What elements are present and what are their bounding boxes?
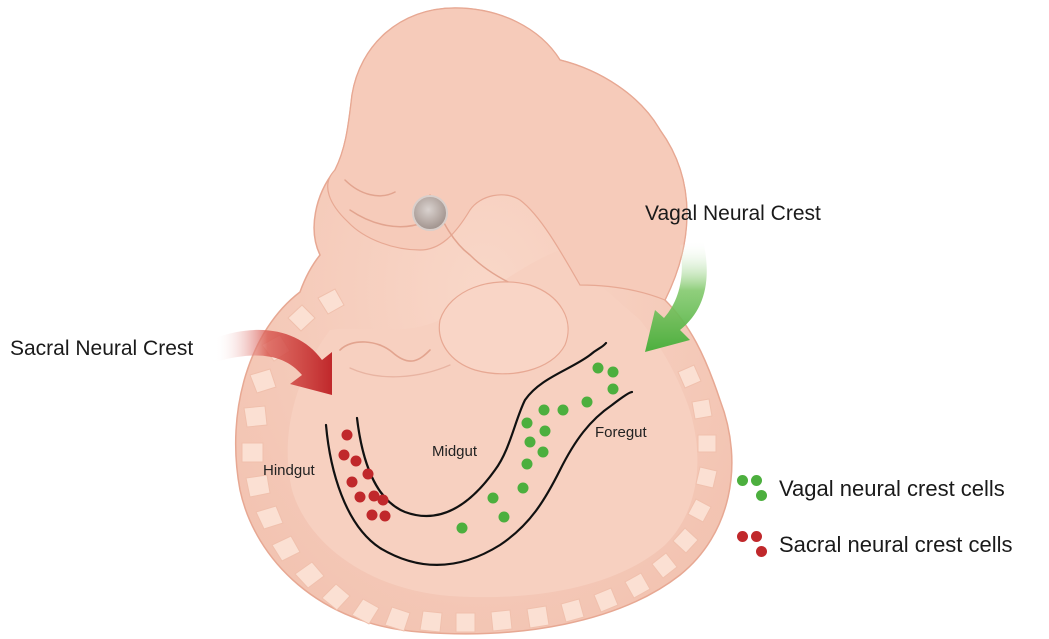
- midgut-label: Midgut: [432, 443, 477, 460]
- legend-label-sacral: Sacral neural crest cells: [779, 532, 1013, 558]
- legend-item-vagal: Vagal neural crest cells: [737, 468, 1049, 510]
- heart-bulge: [439, 282, 568, 374]
- legend-item-sacral: Sacral neural crest cells: [737, 524, 1049, 566]
- vagal-neural-crest-label: Vagal Neural Crest: [645, 202, 821, 226]
- sacral-cells-icon: [737, 527, 767, 563]
- legend: Vagal neural crest cells Sacral neural c…: [737, 468, 1049, 566]
- foregut-label: Foregut: [595, 424, 647, 441]
- sacral-neural-crest-label: Sacral Neural Crest: [10, 337, 193, 361]
- legend-label-vagal: Vagal neural crest cells: [779, 476, 1005, 502]
- eye-icon: [413, 196, 447, 230]
- vagal-cells-icon: [737, 471, 767, 507]
- hindgut-label: Hindgut: [263, 462, 315, 479]
